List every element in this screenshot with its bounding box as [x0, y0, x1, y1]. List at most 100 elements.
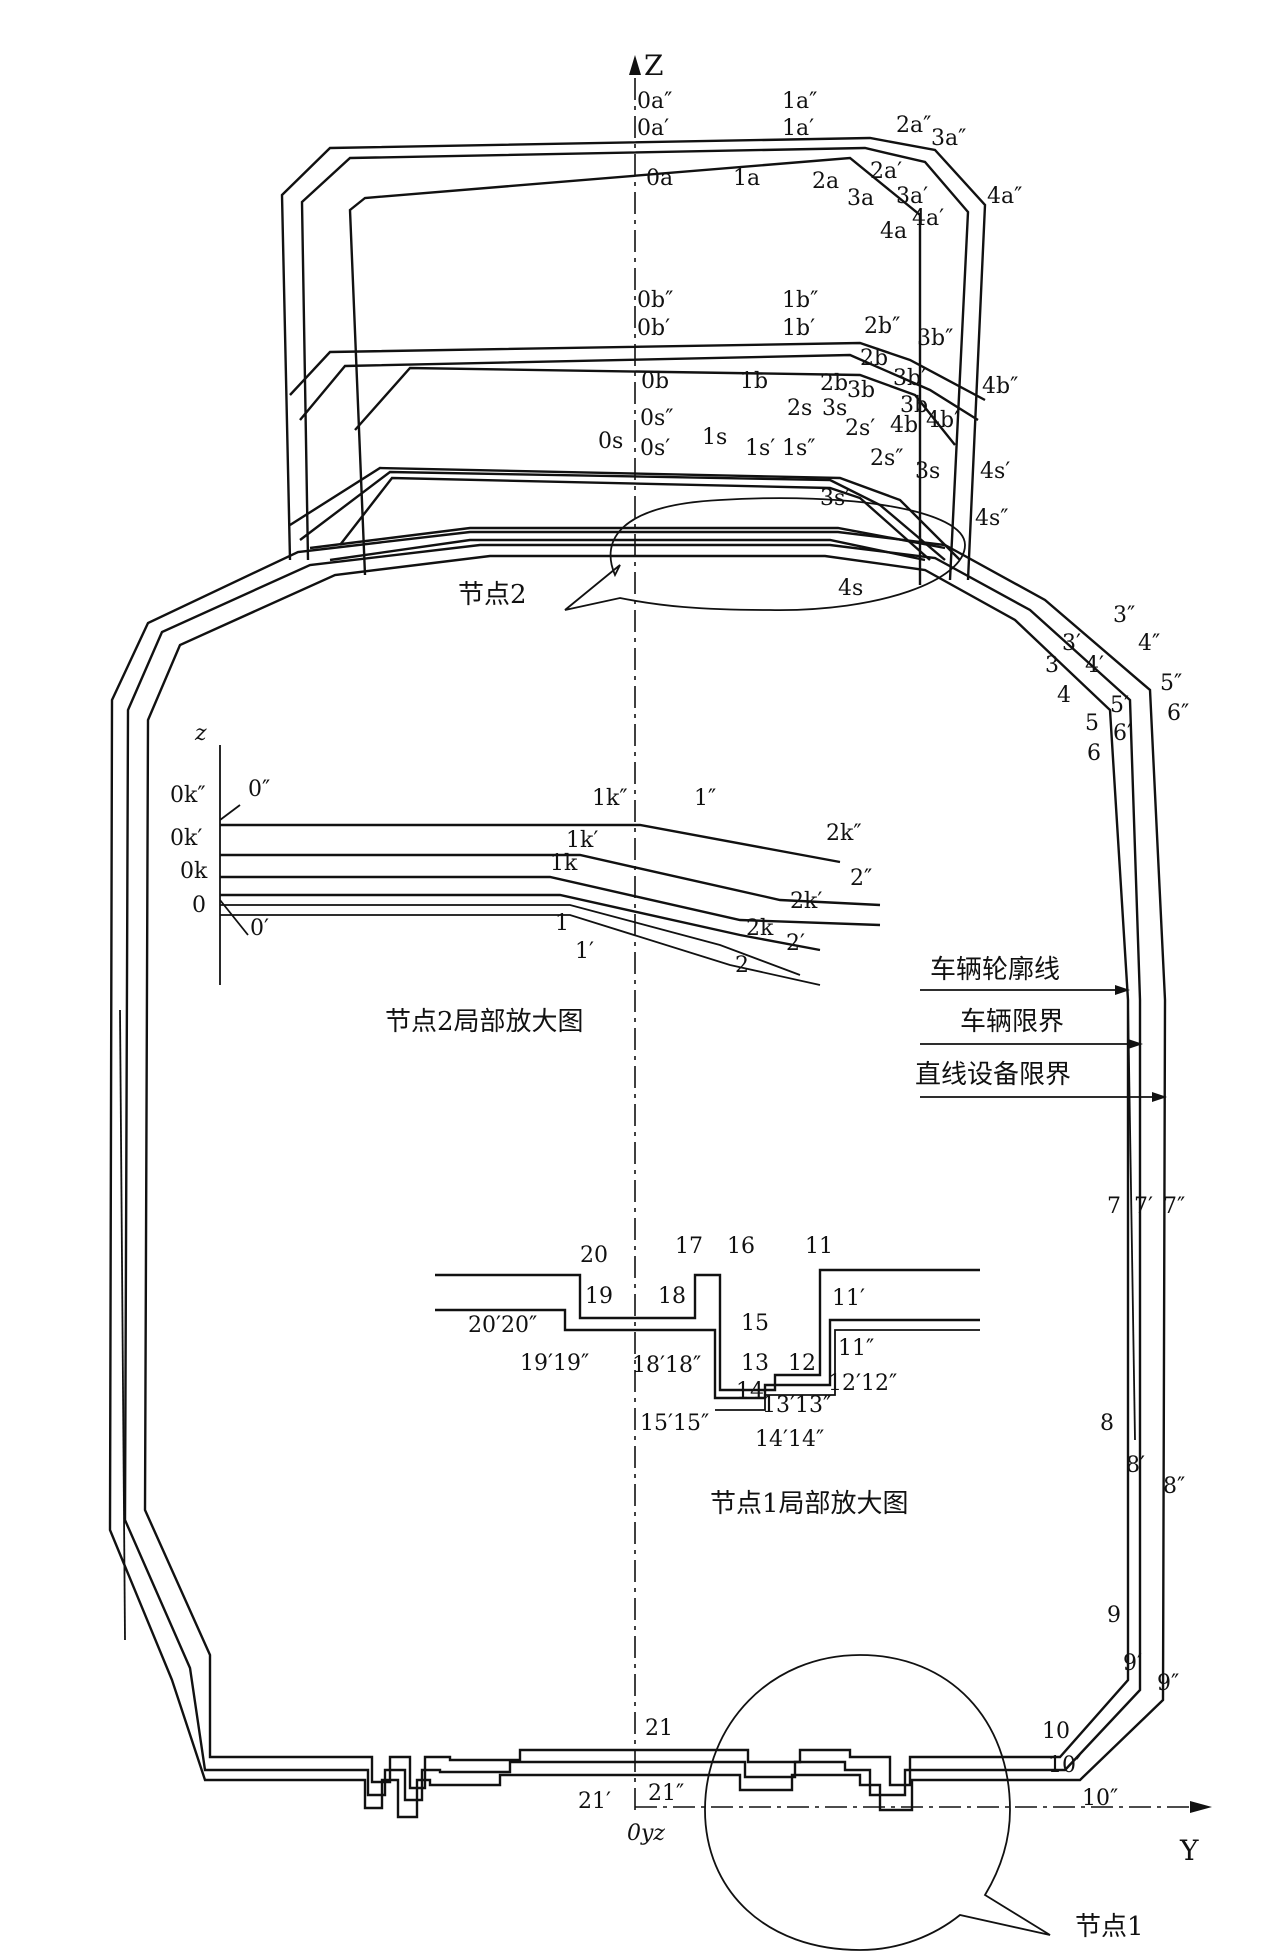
node2-detail-point-label: 1	[555, 911, 569, 936]
legend-vehicle-profile: 车辆轮廓线	[930, 955, 1060, 985]
inset-line-k2	[220, 823, 841, 864]
roof-point-label: 0b′	[637, 316, 670, 341]
legend-arrowhead-vehicle-profile	[1115, 985, 1130, 995]
node2-callout-ellipse	[564, 497, 966, 611]
roof-b-inner	[354, 366, 956, 446]
roof-point-label: 1a′	[782, 116, 814, 141]
node1-detail-point-label: 14	[736, 1379, 764, 1404]
node2-detail-point-label: 2″	[850, 866, 872, 891]
node2-detail-point-label: 2′	[786, 931, 805, 956]
side-point-label: 3′	[1062, 631, 1081, 656]
node2-detail-point-label: 2k	[746, 916, 774, 941]
side-point-label: 7′	[1134, 1194, 1153, 1219]
roof-point-label: 4b′	[926, 408, 959, 433]
y-axis-arrowhead	[1190, 1801, 1212, 1813]
equipment-gauge-outline	[108, 530, 1167, 1819]
node1-detail-point-label: 11′	[832, 1286, 865, 1311]
inset-line-lower	[220, 904, 801, 976]
node2-detail-point-label: 1k′	[566, 828, 598, 853]
roof-point-label: 3a′	[896, 184, 928, 209]
legend: 车辆轮廓线 车辆限界 直线设备限界	[915, 955, 1167, 1102]
car-body-outlines	[108, 526, 1167, 1819]
side-point-label: 3	[1045, 653, 1059, 678]
roof-point-label: 2a′	[870, 159, 902, 184]
node2-detail-inset: z 节点2局部放大图	[194, 721, 881, 1037]
roof-point-label: 0s	[598, 429, 623, 454]
roof-point-label: 1s′	[745, 436, 775, 461]
roof-b-outer	[289, 341, 986, 402]
side-point-label: 10″	[1082, 1786, 1118, 1811]
roof-point-label: 2b	[820, 371, 848, 396]
node1-detail-title: 节点1局部放大图	[710, 1489, 909, 1519]
roof-point-label: 1s″	[782, 436, 816, 461]
side-point-label: 8	[1100, 1411, 1114, 1436]
roof-point-label: 3a″	[931, 126, 966, 151]
side-point-label: 4	[1057, 683, 1071, 708]
roof-point-label: 2b	[860, 346, 888, 371]
node1-detail-point-label: 19	[585, 1284, 613, 1309]
z-axis-label: Z	[644, 49, 663, 82]
roof-point-label: 2s′	[845, 416, 875, 441]
side-point-label: 4′	[1085, 653, 1104, 678]
inset-line-0	[220, 893, 821, 952]
floor-point-label: 21″	[648, 1781, 684, 1806]
roof-point-label: 3s	[822, 396, 847, 421]
roof-point-label: 0a″	[637, 89, 672, 114]
origin-label: 0yz	[627, 1821, 665, 1846]
side-point-label: 9′	[1123, 1651, 1142, 1676]
inset-leader-0pp	[219, 804, 241, 821]
roof-outer-profile	[280, 136, 987, 581]
side-point-label: 8″	[1163, 1474, 1185, 1499]
roof-point-label: 0a	[646, 166, 673, 191]
node1-detail-point-label: 18′18″	[632, 1353, 701, 1378]
legend-vehicle-gauge: 车辆限界	[960, 1007, 1064, 1037]
node2-detail-point-label: 2	[735, 953, 749, 978]
roof-point-label: 0b″	[637, 288, 673, 313]
roof-point-label: 3s′	[820, 486, 850, 511]
roof-s-outer	[289, 466, 961, 561]
side-point-label: 10′	[1048, 1753, 1081, 1778]
roof-point-label: 3b″	[917, 326, 953, 351]
inset-leader-0p	[219, 899, 249, 936]
node1-detail-point-label: 20′20″	[468, 1313, 537, 1338]
roof-point-label: 1b′	[782, 316, 815, 341]
roof-point-label: 3a	[847, 186, 874, 211]
inset-line-k1	[220, 853, 881, 907]
side-point-label: 5′	[1110, 693, 1129, 718]
side-point-label: 9	[1107, 1603, 1121, 1628]
side-point-label: 8′	[1126, 1453, 1145, 1478]
vehicle-profile-outline	[143, 554, 1130, 1790]
side-point-label: 7	[1107, 1194, 1121, 1219]
side-point-label: 6′	[1113, 721, 1132, 746]
roof-s-inner	[339, 476, 931, 561]
roof-point-label: 4a″	[987, 184, 1022, 209]
node2-detail-point-label: 0″	[248, 777, 270, 802]
roof-middle-profile	[300, 146, 970, 581]
roof-point-label: 2s″	[870, 446, 904, 471]
inset-line-k0	[220, 875, 881, 927]
floor-point-label: 21′	[578, 1789, 611, 1814]
node1-detail-point-label: 18	[658, 1284, 686, 1309]
node1-callout-label: 节点1	[1075, 1912, 1144, 1942]
roof-point-label: 2a	[812, 169, 839, 194]
node2-detail-point-label: 1″	[694, 786, 716, 811]
roof-point-label: 1a	[733, 166, 760, 191]
roof-point-label: 0a′	[637, 116, 669, 141]
node1-detail-point-label: 15′15″	[640, 1411, 709, 1436]
roof-band-upper	[309, 526, 946, 550]
node1-detail-point-label: 13	[741, 1351, 769, 1376]
node1-detail-point-label: 12	[788, 1351, 816, 1376]
legend-arrowhead-vehicle-gauge	[1128, 1039, 1143, 1049]
node1-detail-point-label: 17	[675, 1234, 703, 1259]
side-point-label: 10	[1042, 1719, 1070, 1744]
roof-point-label: 4b″	[982, 374, 1018, 399]
roof-point-label: 4s″	[975, 506, 1009, 531]
node1-detail-point-label: 20	[580, 1243, 608, 1268]
roof-point-label: 3b	[847, 378, 875, 403]
legend-straight-equipment-gauge: 直线设备限界	[915, 1060, 1071, 1090]
roof-point-label: 2b″	[864, 314, 900, 339]
